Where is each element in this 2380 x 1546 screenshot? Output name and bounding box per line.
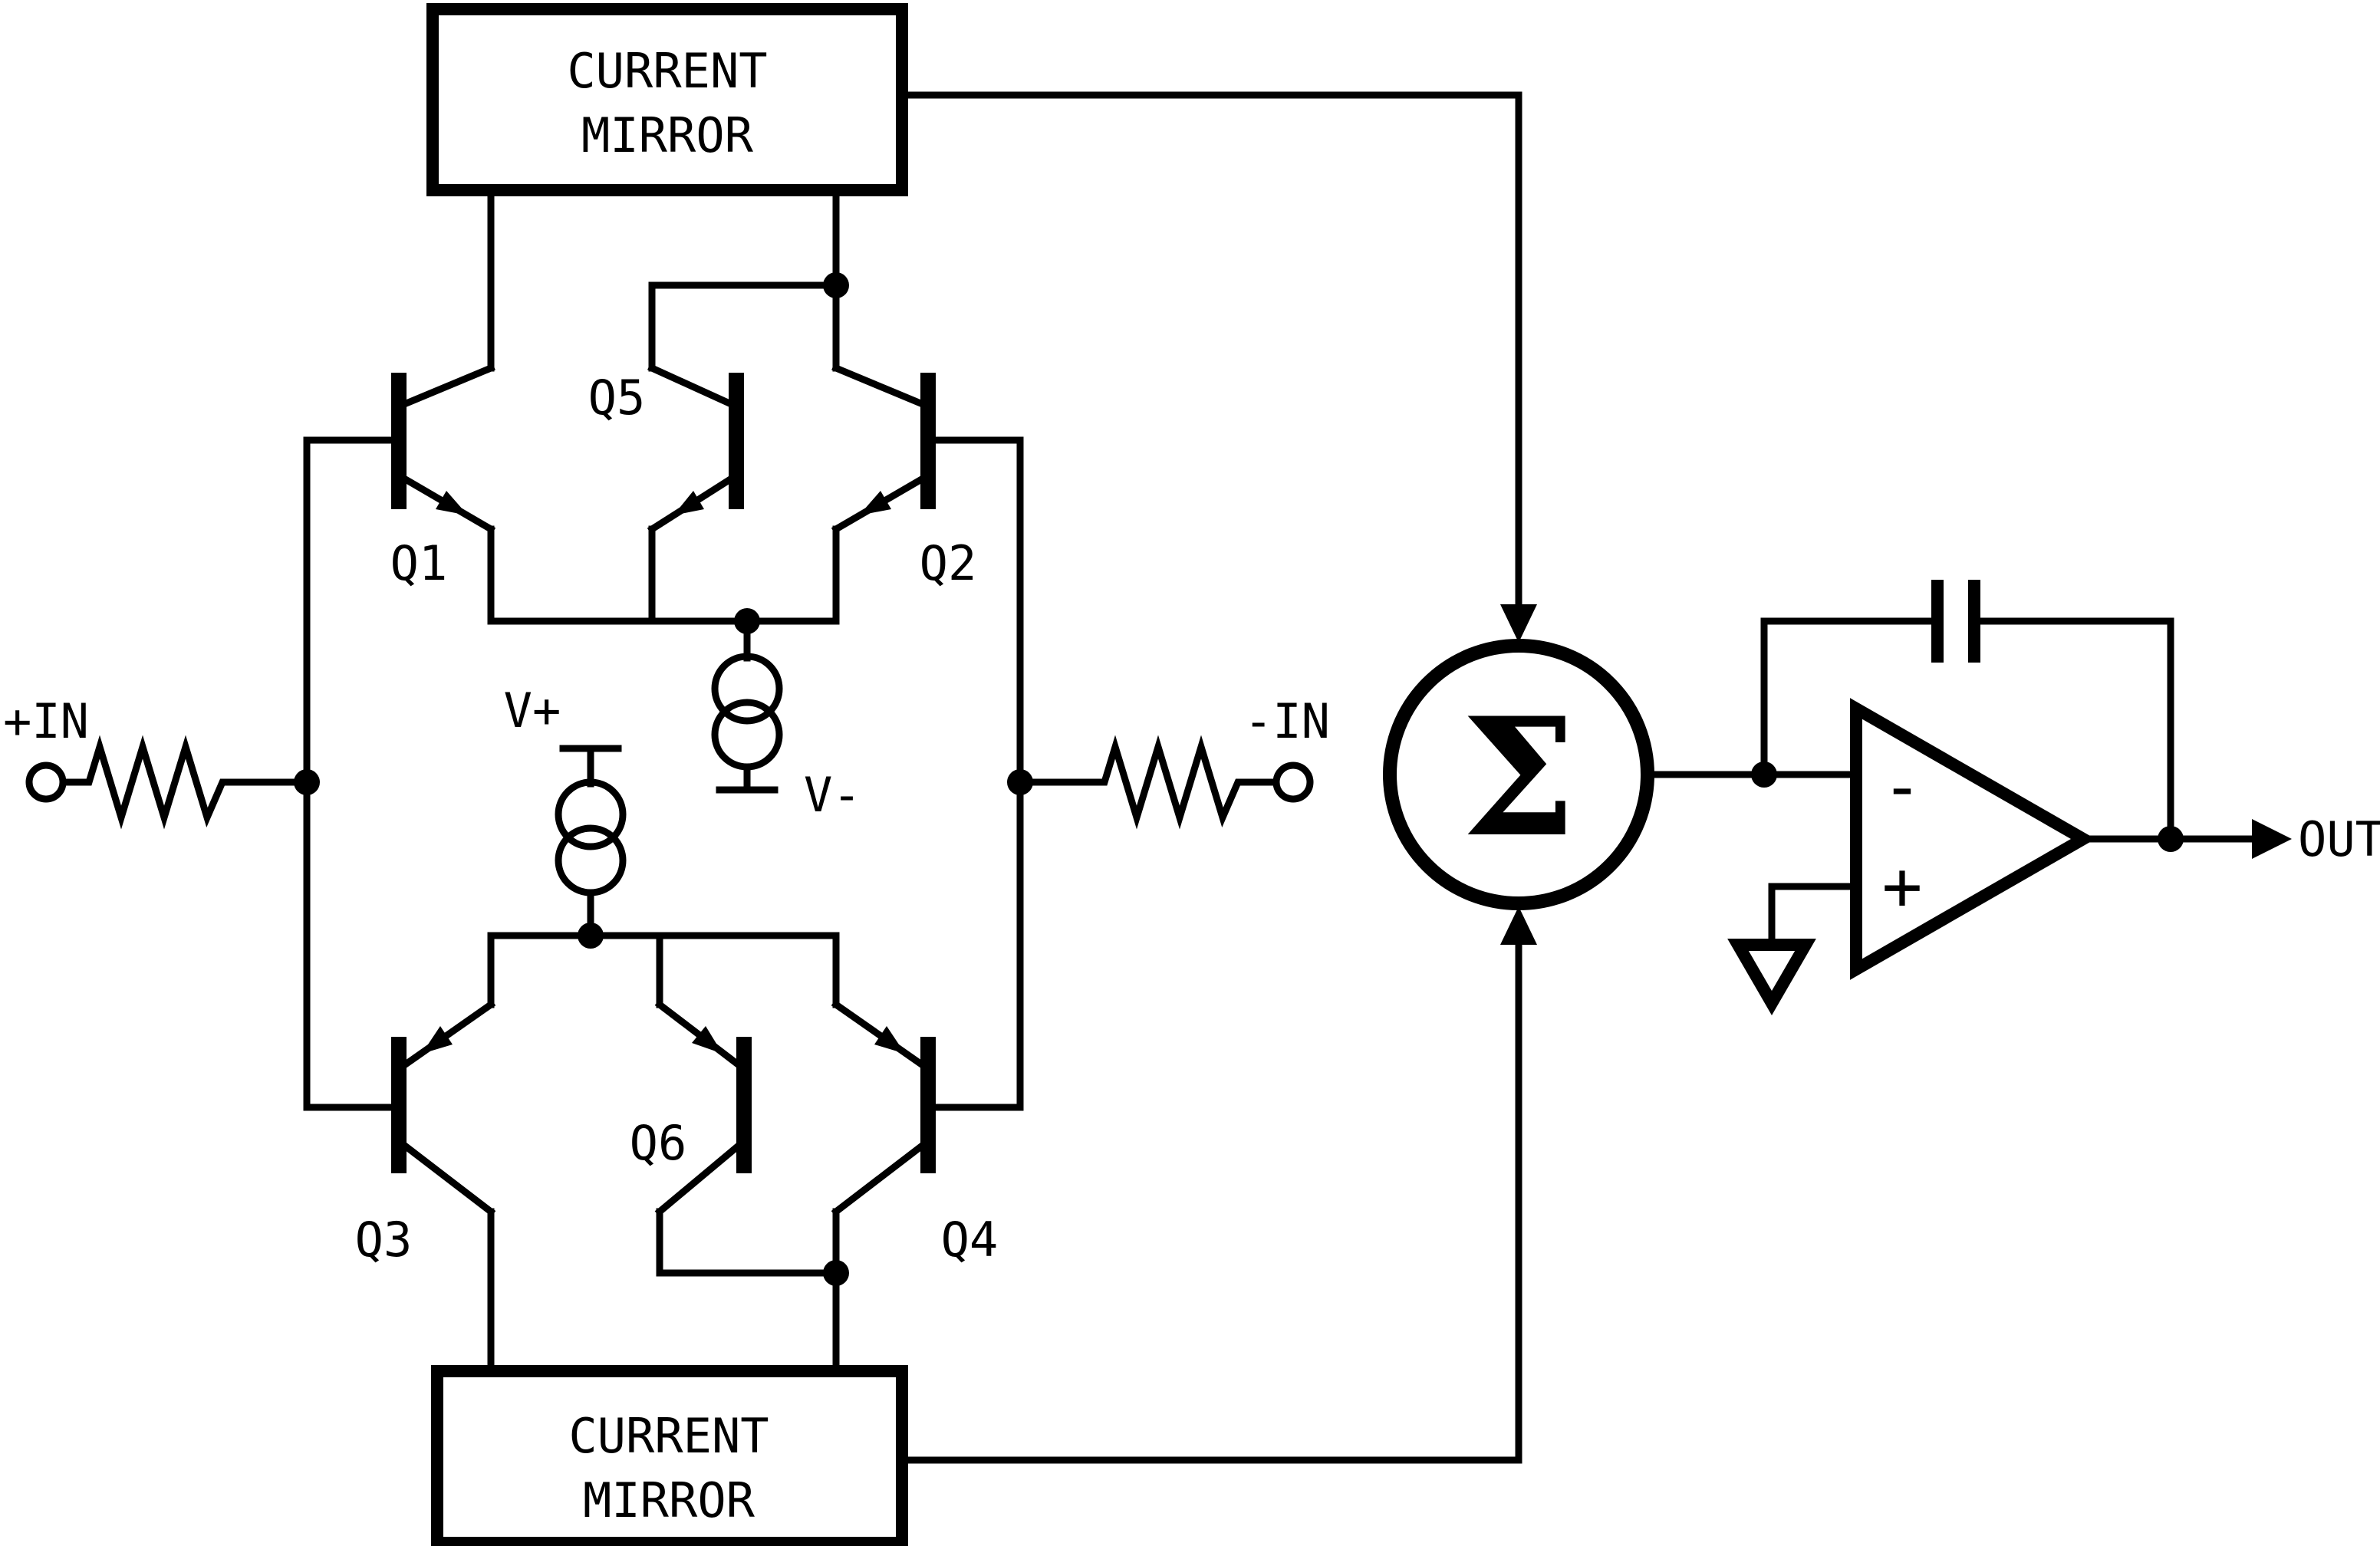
opamp-inverting-input-label: - xyxy=(1882,747,1923,826)
wire-noninverting-to-ground xyxy=(1768,883,1860,949)
top-current-mirror-label-line1: CURRENT xyxy=(567,43,767,99)
vminus-label: V- xyxy=(804,767,861,823)
bottom-current-mirror-label-line1: CURRENT xyxy=(568,1408,769,1464)
summer-sigma-label: Σ xyxy=(1461,682,1576,873)
transistor-q4: Q4 xyxy=(831,999,999,1268)
q1-emitter-arrow-icon xyxy=(436,491,468,515)
q5-emitter-arrow-icon xyxy=(673,491,704,515)
transistor-q5: Q5 xyxy=(588,363,744,625)
transistor-q1: Q1 xyxy=(390,363,496,591)
input-negative-label: -IN xyxy=(1244,693,1330,749)
wire-q5-collector-link xyxy=(648,281,840,372)
output-integrator: - + OUT xyxy=(1644,580,2380,1015)
input-positive-terminal-icon xyxy=(25,761,67,803)
q4-collector xyxy=(831,1136,933,1217)
output-arrow-icon xyxy=(2252,819,2292,859)
junction-dot xyxy=(2158,826,2184,852)
input-negative-resistor xyxy=(1016,735,1280,830)
input-positive-label: +IN xyxy=(3,693,89,749)
ground-icon xyxy=(1727,939,1816,1015)
input-negative: -IN xyxy=(1016,693,1330,830)
wire-q6-collector-link xyxy=(656,1208,840,1277)
current-source-vminus: V- xyxy=(711,617,861,823)
top-current-mirror-label-line2: MIRROR xyxy=(581,107,754,163)
current-source-icon xyxy=(555,778,627,850)
junction-dot xyxy=(823,1260,849,1286)
current-source-icon xyxy=(555,824,627,896)
wire-bottom-mirror-to-summer xyxy=(898,939,1522,1464)
top-current-mirror-box xyxy=(426,3,908,196)
summing-node: Σ xyxy=(898,91,1654,1464)
current-source-icon xyxy=(711,699,783,771)
q5-collector xyxy=(647,363,741,411)
current-source-icon xyxy=(711,653,783,725)
q3-collector xyxy=(393,1136,496,1217)
output-label: OUT xyxy=(2298,811,2380,867)
input-positive: +IN xyxy=(3,693,311,830)
opamp-triangle xyxy=(1850,698,2096,980)
wire-top-emitter-rail xyxy=(487,525,840,625)
opamp-noninverting-input-label: + xyxy=(1882,847,1923,926)
q6-emitter-arrow-icon xyxy=(692,1026,723,1054)
junction-dot xyxy=(823,272,849,298)
vplus-label: V+ xyxy=(504,683,561,738)
transistor-q3: Q3 xyxy=(355,999,496,1268)
q1-collector xyxy=(394,363,495,411)
bottom-current-mirror-box xyxy=(431,1365,908,1546)
current-source-vplus: V+ xyxy=(504,683,627,939)
transistor-q2: Q2 xyxy=(831,363,977,591)
summer-bottom-arrow-icon xyxy=(1500,906,1537,945)
bottom-current-mirror-label-line2: MIRROR xyxy=(583,1472,755,1528)
summer-top-arrow-icon xyxy=(1500,604,1537,643)
q3-emitter-arrow-icon xyxy=(422,1026,453,1054)
q6-label: Q6 xyxy=(630,1115,687,1171)
q2-collector xyxy=(831,363,933,411)
q5-label: Q5 xyxy=(588,370,646,426)
wire-left-base-rail xyxy=(303,436,403,1111)
transistor-q6: Q6 xyxy=(630,932,752,1217)
input-negative-terminal-icon xyxy=(1272,761,1314,803)
input-positive-resistor xyxy=(59,735,311,830)
q2-label: Q2 xyxy=(920,535,977,591)
q4-emitter-arrow-icon xyxy=(874,1026,905,1054)
q6-collector xyxy=(654,1136,749,1217)
wire-bottom-emitter-rail xyxy=(487,932,840,1008)
wire-top-mirror-to-summer xyxy=(898,91,1522,610)
q4-label: Q4 xyxy=(941,1212,999,1268)
q1-label: Q1 xyxy=(390,535,448,591)
q2-emitter-arrow-icon xyxy=(859,491,891,515)
wire-feedback-left xyxy=(1760,617,1941,778)
top-current-mirror: CURRENT MIRROR xyxy=(426,3,908,196)
bottom-current-mirror: CURRENT MIRROR xyxy=(431,1365,908,1546)
q3-label: Q3 xyxy=(355,1212,413,1268)
wire-feedback-right xyxy=(1970,617,2174,843)
